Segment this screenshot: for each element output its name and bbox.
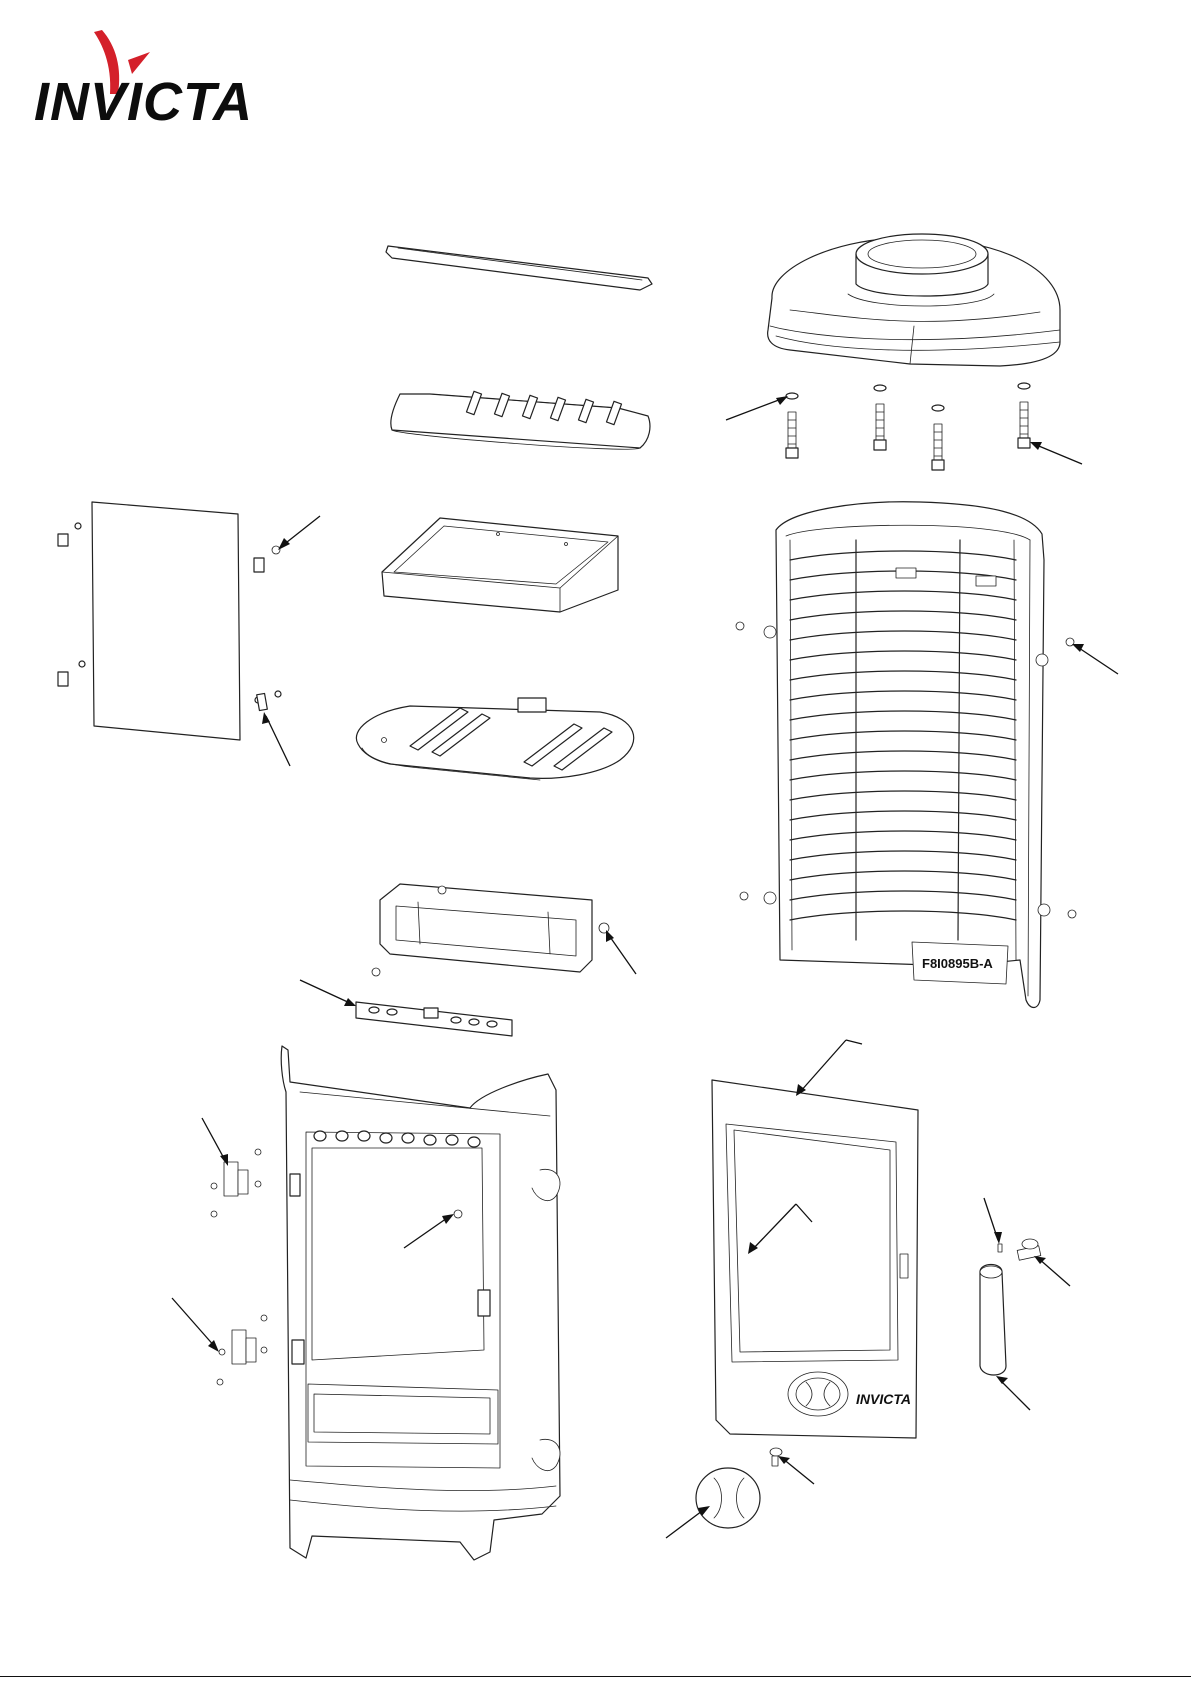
leader-lower-hinge	[172, 1298, 216, 1348]
leader-arrowhead-icon	[208, 1340, 219, 1352]
front-body-casting	[281, 1046, 560, 1560]
leader-top-bolt-left	[726, 398, 784, 420]
top-plate-bolt-1	[786, 393, 798, 458]
top-baffle-plate	[386, 246, 652, 290]
stove-door: INVICTA	[712, 1080, 918, 1438]
leader-air-knob	[666, 1508, 706, 1538]
base-plate	[356, 698, 633, 780]
leader-door-top-a	[846, 1040, 862, 1044]
leader-air-slide	[300, 980, 352, 1004]
handle-grub-screw	[998, 1244, 1002, 1252]
upper-hinge	[211, 1149, 261, 1217]
top-plate-flue-collar	[768, 234, 1060, 366]
rear-body-casting: F8I0895B-A	[764, 502, 1050, 1008]
leader-knob-screw	[782, 1458, 814, 1484]
leader-arrowhead-icon	[262, 712, 270, 724]
leader-handle-spindle	[1038, 1258, 1070, 1286]
air-control-knob	[696, 1468, 760, 1528]
fire-grate	[391, 391, 650, 449]
rear-plate-marking: F8I0895B-A	[922, 956, 993, 971]
footer-rule	[0, 1676, 1191, 1677]
lower-hinge	[217, 1315, 267, 1385]
air-slide-bar	[356, 1002, 512, 1036]
leader-top-bolt-right	[1034, 444, 1082, 464]
door-badge: INVICTA	[856, 1391, 911, 1407]
leader-throat-screw	[608, 934, 636, 974]
leader-door-handle	[1000, 1380, 1030, 1410]
leader-arrowhead-icon	[344, 998, 356, 1006]
leader-glass-screw	[282, 516, 320, 546]
glass-clip-screw	[272, 546, 280, 554]
leader-arrowhead-icon	[996, 1376, 1008, 1384]
throat-frame	[372, 884, 609, 976]
door-glass-panel	[58, 502, 281, 740]
leader-arrowhead-icon	[278, 538, 290, 550]
leader-glass-clip	[266, 716, 290, 766]
leader-arrowhead-icon	[776, 396, 788, 405]
leader-arrowhead-icon	[994, 1232, 1002, 1244]
leader-rear-body-bolt	[1076, 646, 1118, 674]
top-plate-bolt-4	[1018, 383, 1030, 448]
ash-pan	[382, 518, 618, 612]
door-handle	[980, 1265, 1006, 1376]
top-plate-bolt-3	[932, 405, 944, 470]
leader-door-top-b	[800, 1040, 846, 1092]
top-plate-bolt-2	[874, 385, 886, 450]
